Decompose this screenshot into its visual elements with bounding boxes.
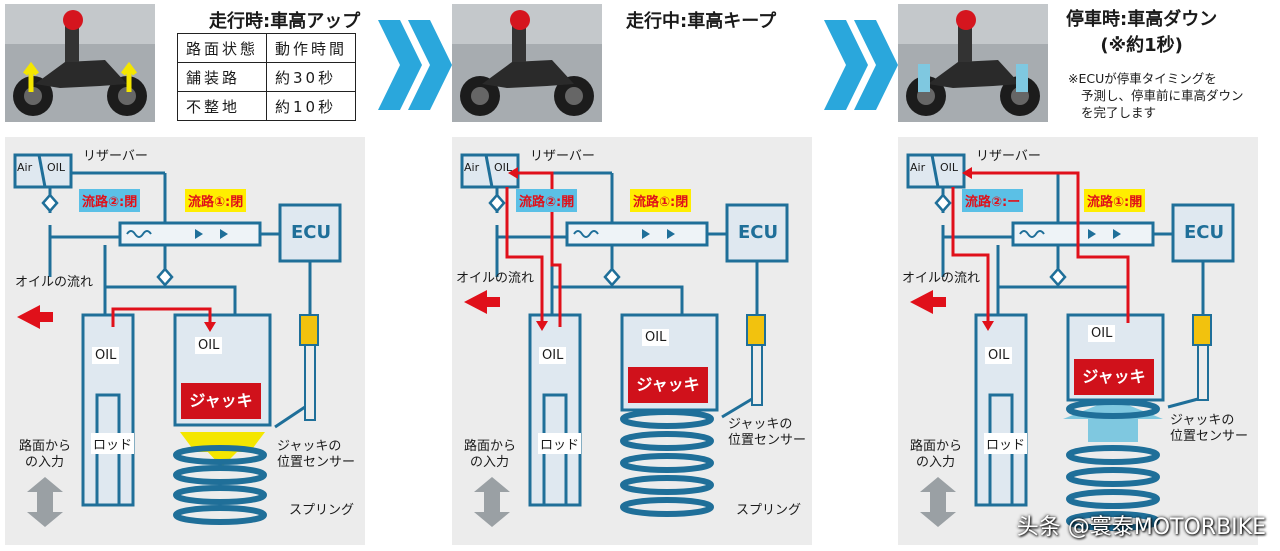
road-input-label-2: の入力 [25, 455, 65, 470]
jack-sensor-label-2: 位置センサー [728, 433, 807, 448]
ecu-label: ECU [1184, 222, 1225, 243]
path-2-tag: 流路②:閉 [79, 189, 141, 212]
spring-label: スプリング [289, 503, 355, 518]
spring-label: スプリング [736, 503, 802, 518]
jack-chamber-oil-label: OIL [1088, 325, 1116, 342]
jack-chamber-oil-label: OIL [642, 329, 670, 346]
path-1-tag: 流路①:開 [1084, 189, 1146, 212]
jack-sensor-label-1: ジャッキの [1170, 413, 1235, 428]
diagram-panel-2: Air OIL リザーバー 流路②:開 流路①:閉 ECU オイルの流れ OIL… [452, 137, 812, 545]
oil-flow-label: オイルの流れ [902, 271, 981, 286]
road-input-label-2: の入力 [470, 455, 510, 470]
jack-label: ジャッキ [1074, 359, 1154, 395]
road-input-label-1: 路面から [464, 439, 517, 454]
motorcycle-photo-stage-1 [5, 4, 155, 122]
ecu-label: ECU [291, 222, 332, 243]
road-input-label-1: 路面から [19, 439, 72, 454]
reservoir-label: リザーバー [530, 149, 595, 164]
watermark: 头条 @寰泰MOTORBIKE [1016, 515, 1266, 540]
table-cell-paved-time: 約30秒 [266, 62, 357, 92]
diagram-panel-3: Air OIL リザーバー 流路②:ー 流路①:開 ECU オイルの流れ OIL… [898, 137, 1258, 545]
table-cell-rough: 不整地 [176, 91, 268, 121]
damper-oil-label: OIL [92, 347, 120, 364]
air-label: Air [910, 161, 926, 174]
rod-label: ロッド [984, 433, 1028, 454]
rod-label: ロッド [91, 433, 135, 454]
path-1-tag: 流路①:閉 [185, 189, 247, 212]
oil-flow-label: オイルの流れ [15, 275, 94, 290]
reservoir-oil-label: OIL [47, 161, 66, 174]
jack-label: ジャッキ [181, 383, 261, 419]
chevron-arrows-icon [824, 20, 898, 110]
stage-3-note: ※ECUが停車タイミングを 予測し、停車前に車高ダウン を完了します [1068, 70, 1244, 121]
jack-sensor-label-2: 位置センサー [1170, 429, 1249, 444]
stage-1-title: 走行時:車高アップ [209, 11, 361, 32]
note-line-3: を完了します [1081, 105, 1157, 120]
table-header-time: 動作時間 [266, 33, 357, 63]
reservoir-label: リザーバー [83, 149, 148, 164]
operation-time-table: 路面状態 動作時間 舗装路 約30秒 不整地 約10秒 [176, 33, 357, 121]
reservoir-oil-label: OIL [494, 161, 513, 174]
jack-sensor-label-1: ジャッキの [728, 417, 793, 432]
stage-3-title: 停車時:車高ダウン (※約1秒) [1066, 7, 1217, 59]
oil-flow-label: オイルの流れ [456, 271, 535, 286]
road-input-label-2: の入力 [916, 455, 956, 470]
path-1-tag: 流路①:閉 [630, 189, 692, 212]
reservoir-label: リザーバー [976, 149, 1041, 164]
damper-oil-label: OIL [539, 347, 567, 364]
road-input-label-1: 路面から [910, 439, 963, 454]
ecu-label: ECU [738, 222, 779, 243]
jack-chamber-oil-label: OIL [195, 337, 223, 354]
diagram-panel-1: Air OIL リザーバー 流路②:閉 流路①:閉 ECU オイルの流れ OIL… [5, 137, 365, 545]
stage-3-title-line2: (※約1秒) [1100, 35, 1183, 56]
stage-2-title: 走行中:車高キープ [626, 11, 777, 32]
jack-sensor-label-1: ジャッキの [277, 439, 342, 454]
table-cell-rough-time: 約10秒 [266, 91, 357, 121]
path-2-tag: 流路②:ー [962, 189, 1024, 212]
stage-3-title-line1: 停車時:車高ダウン [1066, 9, 1218, 30]
rod-label: ロッド [538, 433, 582, 454]
air-label: Air [464, 161, 480, 174]
chevron-arrows-icon [378, 20, 452, 110]
motorcycle-photo-stage-3 [898, 4, 1048, 122]
table-cell-paved: 舗装路 [176, 62, 268, 92]
damper-oil-label: OIL [985, 347, 1013, 364]
path-2-tag: 流路②:開 [516, 189, 578, 212]
motorcycle-photo-stage-2 [452, 4, 602, 122]
reservoir-oil-label: OIL [940, 161, 959, 174]
jack-sensor-label-2: 位置センサー [277, 455, 356, 470]
table-header-road: 路面状態 [176, 33, 268, 63]
note-line-2: 予測し、停車前に車高ダウン [1081, 88, 1244, 103]
jack-label: ジャッキ [628, 367, 708, 403]
air-label: Air [17, 161, 33, 174]
note-line-1: ※ECUが停車タイミングを [1068, 71, 1217, 86]
